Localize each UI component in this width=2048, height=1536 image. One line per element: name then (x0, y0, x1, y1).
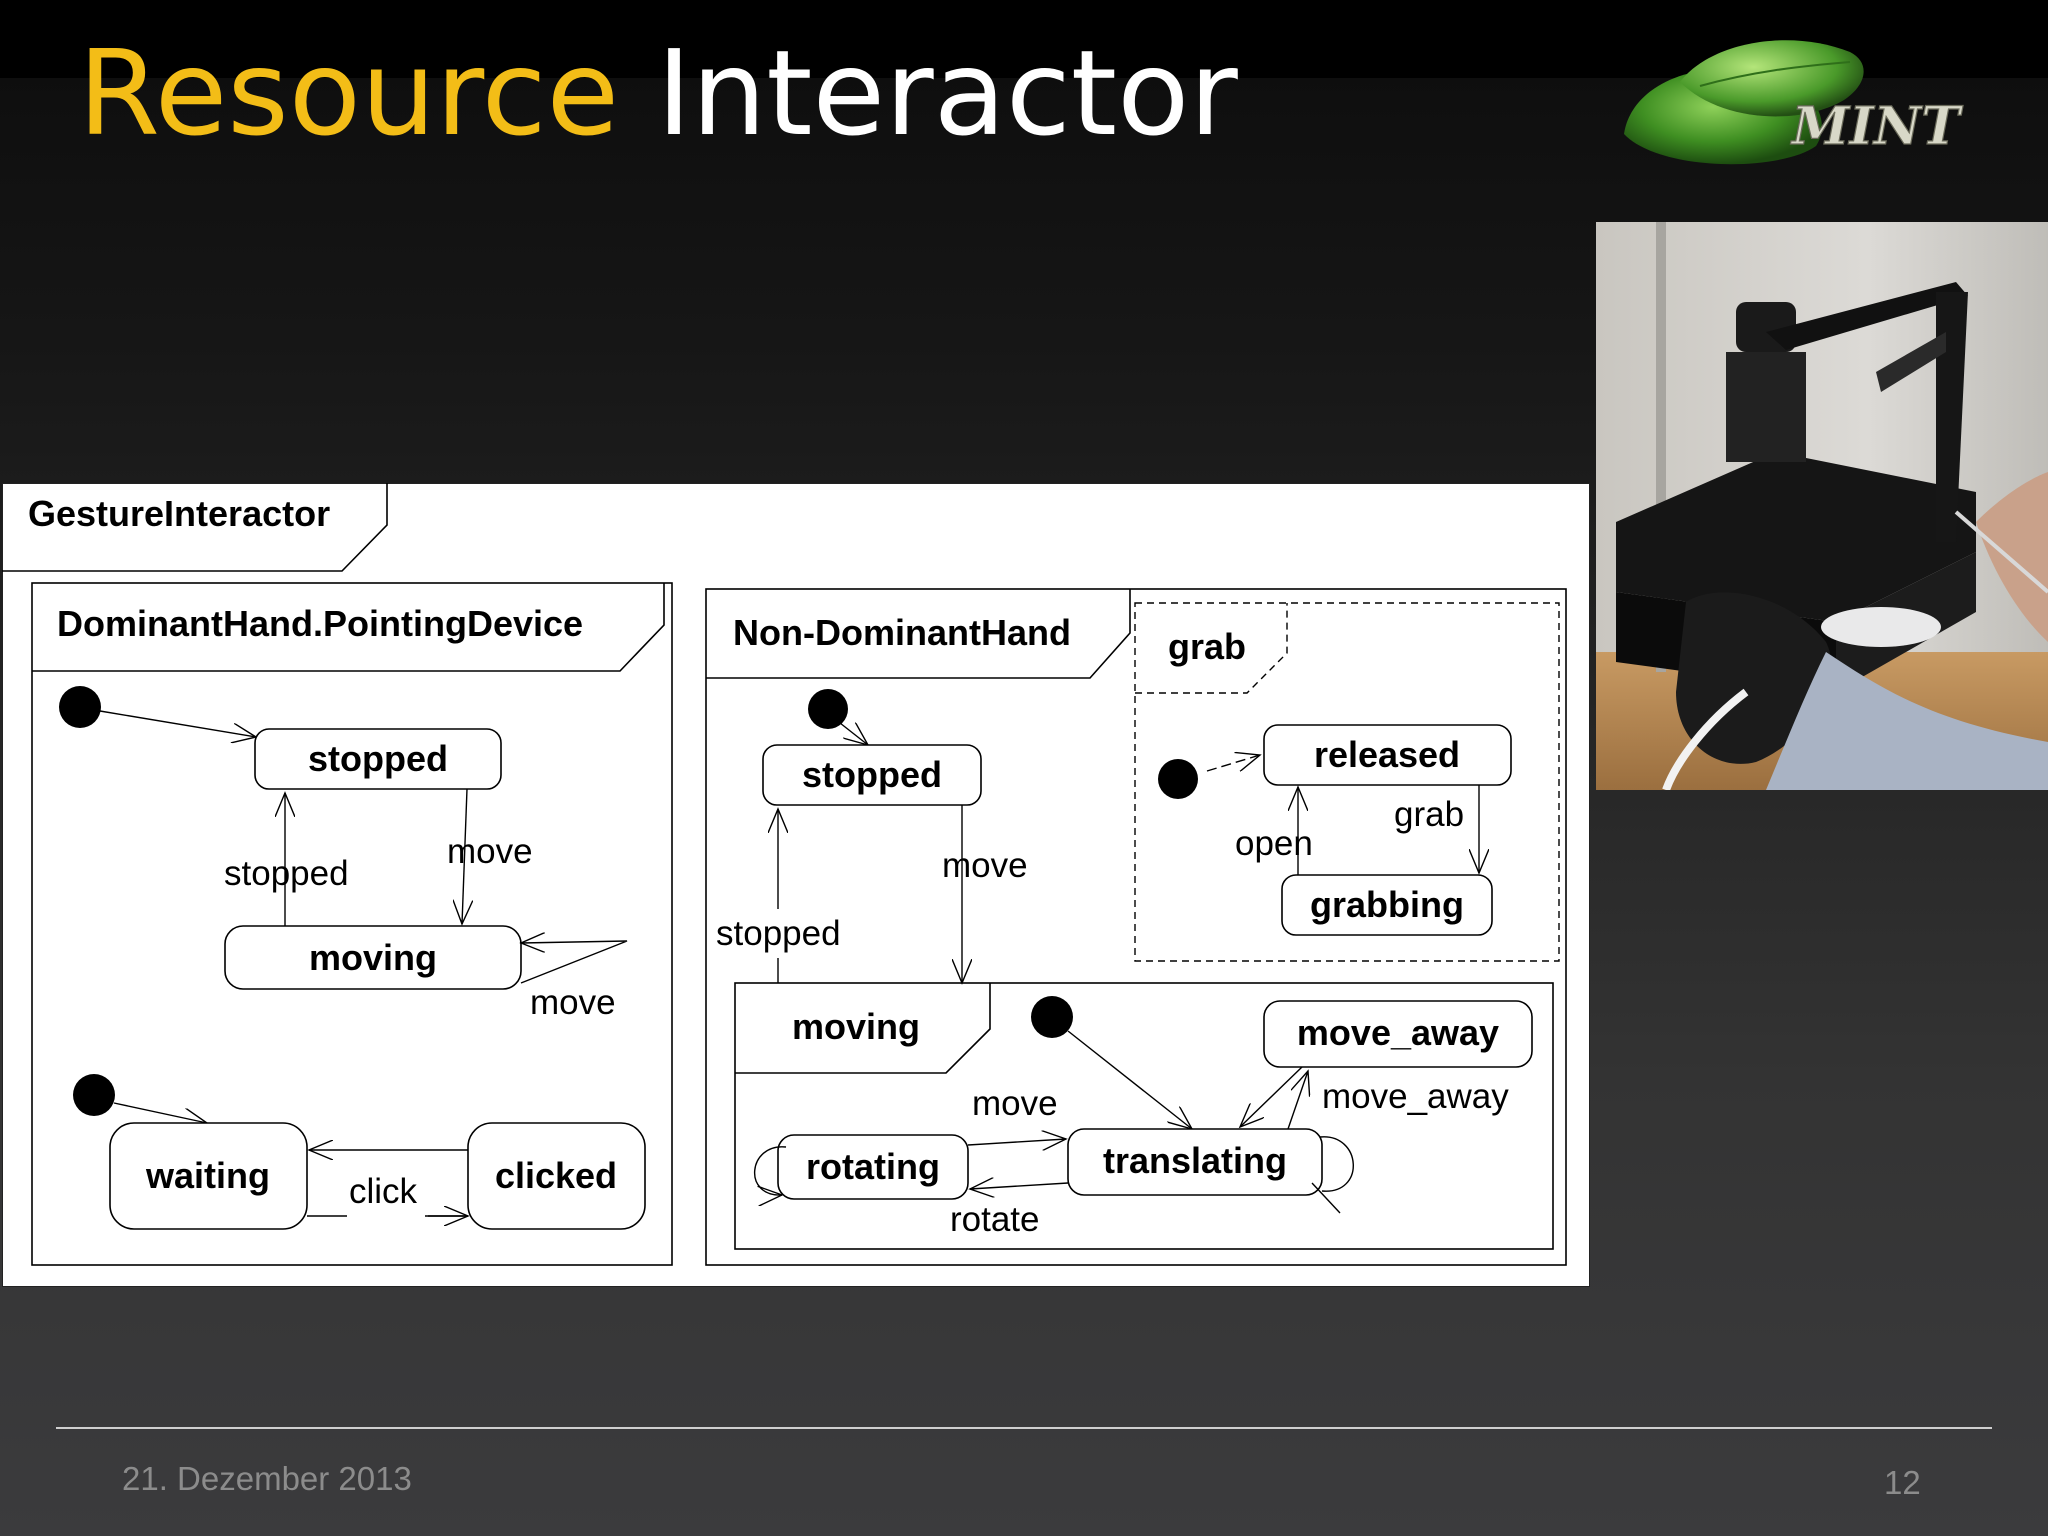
state-stopped (254, 728, 502, 790)
page-number: 12 (1884, 1464, 1921, 1501)
gesture-interactor-diagram: GestureInteractor DominantHand.PointingD… (2, 483, 1590, 1287)
rotating-self-loop (754, 1146, 787, 1195)
transition-move-down: move (447, 832, 533, 871)
device-photo (1596, 222, 2048, 790)
state-rotating-label: rotating (806, 1146, 940, 1187)
state-clicked-label: clicked (495, 1155, 617, 1196)
slide-title: Resource Interactor (78, 28, 1238, 158)
state-released-label: released (1314, 734, 1460, 775)
state-waiting-label: waiting (145, 1155, 270, 1196)
moving-region (734, 982, 1554, 1250)
initial-node (59, 686, 101, 728)
state-stopped-ndh (762, 744, 982, 806)
transition-click: click (349, 1172, 418, 1211)
state-translating (1067, 1128, 1323, 1196)
transition-move-ndh: move (942, 846, 1028, 885)
transition-move-self: move (530, 983, 616, 1022)
state-grabbing-label: grabbing (1310, 884, 1464, 925)
footer-divider (56, 1427, 1992, 1429)
state-stopped-ndh-label: stopped (802, 754, 942, 795)
transition-move-rt: move (972, 1084, 1058, 1123)
leaf-front-icon (1680, 40, 1864, 117)
frame-title: GestureInteractor (28, 493, 330, 534)
transition-stopped-ndh: stopped (716, 914, 841, 953)
dominant-hand-title: DominantHand.PointingDevice (57, 603, 583, 644)
dominant-hand-tab (32, 583, 665, 672)
transition-stopped: stopped (224, 854, 349, 893)
initial-node (73, 1074, 115, 1116)
state-moving (224, 925, 522, 990)
state-translating-label: translating (1103, 1140, 1287, 1181)
dominant-hand-region (31, 582, 673, 1266)
non-dominant-hand-region (705, 588, 1567, 1266)
title-rest: Interactor (656, 24, 1238, 162)
non-dominant-hand-tab (706, 589, 1131, 679)
initial-node (1158, 759, 1198, 799)
non-dominant-hand-title: Non-DominantHand (733, 612, 1071, 653)
state-stopped-label: stopped (308, 738, 448, 779)
footer-date: 21. Dezember 2013 (122, 1460, 412, 1497)
mint-logo: MINT (1624, 40, 1964, 165)
state-grabbing (1281, 874, 1493, 936)
translating-self-loop (1319, 1136, 1354, 1192)
grab-title: grab (1168, 626, 1246, 667)
state-moving-label: moving (309, 937, 437, 978)
transition-rotate: rotate (950, 1200, 1040, 1239)
initial-node (1031, 996, 1073, 1038)
transition-open: open (1235, 824, 1313, 863)
initial-node (808, 689, 848, 729)
state-clicked (467, 1122, 646, 1230)
grab-tab (1135, 603, 1288, 694)
moving-tab (735, 983, 991, 1074)
moving-title: moving (792, 1006, 920, 1047)
state-move-away (1263, 1000, 1533, 1068)
state-released (1263, 724, 1512, 786)
transition-move-away: move_away (1322, 1077, 1509, 1116)
state-move-away-label: move_away (1297, 1012, 1499, 1053)
frame-tab (2, 483, 388, 572)
transition-grab: grab (1394, 795, 1464, 834)
grab-region (1134, 602, 1560, 962)
state-rotating (777, 1134, 969, 1200)
title-accent: Resource (78, 24, 620, 162)
logo-text: MINT (1790, 96, 1963, 157)
state-waiting (109, 1122, 308, 1230)
